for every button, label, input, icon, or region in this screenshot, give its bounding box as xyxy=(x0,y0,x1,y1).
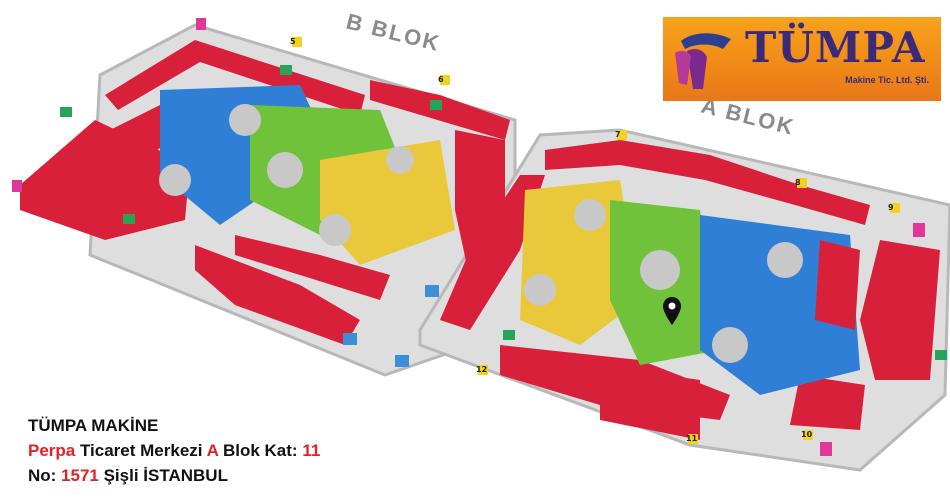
restroom-icon xyxy=(12,180,22,192)
stairs-icon: 11 xyxy=(686,434,698,444)
stairs-icon: 5 xyxy=(290,37,302,47)
floor-label: Blok Kat: xyxy=(218,441,303,460)
a-blok-shops-east xyxy=(860,240,940,380)
svg-text:9: 9 xyxy=(888,203,894,212)
a-blok-red-islands xyxy=(815,240,860,330)
b-blok-shops-south xyxy=(195,245,360,345)
emergency-exit-icon xyxy=(935,350,947,360)
b-blok-rotunda xyxy=(386,146,414,174)
stairs-icon: 9 xyxy=(888,203,900,213)
b-blok-rotunda xyxy=(229,104,261,136)
svg-text:10: 10 xyxy=(801,430,813,439)
address-line-2: Perpa Ticaret Merkezi A Blok Kat: 11 xyxy=(28,438,388,463)
a-blok-shops-north xyxy=(545,140,870,225)
district-city: Şişli İSTANBUL xyxy=(98,466,228,485)
emergency-exit-icon xyxy=(280,65,292,75)
elevator-icon xyxy=(395,355,409,367)
logo-wordmark: TÜMPA xyxy=(745,23,926,72)
b-blok-shops-inner-south xyxy=(235,235,390,300)
tumpa-logo-mark xyxy=(675,33,731,89)
elevator-icon xyxy=(343,333,357,345)
address-block: TÜMPA MAKİNE Perpa Ticaret Merkezi A Blo… xyxy=(28,413,388,488)
company-name: TÜMPA MAKİNE xyxy=(28,416,159,435)
svg-text:7: 7 xyxy=(615,130,621,139)
b-blok-rotunda xyxy=(159,164,191,196)
stairs-icon: 10 xyxy=(801,430,813,440)
emergency-exit-icon xyxy=(123,214,135,224)
svg-text:6: 6 xyxy=(438,75,444,84)
b-blok-shops-north xyxy=(105,40,365,115)
svg-text:11: 11 xyxy=(686,434,698,443)
stairs-icon: 12 xyxy=(476,365,488,375)
a-blok-rotunda xyxy=(574,199,606,231)
elevator-icon xyxy=(425,285,439,297)
svg-text:5: 5 xyxy=(290,37,296,46)
a-blok-rotunda xyxy=(712,327,748,363)
a-blok-rotunda xyxy=(767,242,803,278)
emergency-exit-icon xyxy=(430,100,442,110)
a-blok-rotunda xyxy=(524,274,556,306)
emergency-exit-icon xyxy=(503,330,515,340)
stairs-icon: 8 xyxy=(795,178,807,188)
svg-text:12: 12 xyxy=(476,365,487,374)
b-blok-rotunda xyxy=(319,214,351,246)
mall-type: Ticaret Merkezi xyxy=(75,441,207,460)
floor-number: 11 xyxy=(302,441,321,460)
mall-name: Perpa xyxy=(28,441,76,460)
a-blok-shops-southeast xyxy=(790,375,865,430)
location-pin-icon xyxy=(663,297,681,325)
stairs-icon: 6 xyxy=(438,75,450,85)
b-blok-label: B BLOK xyxy=(344,9,444,57)
b-blok-rotunda xyxy=(267,152,303,188)
logo-subtitle: Makine Tic. Ltd. Şti. xyxy=(845,75,929,85)
stairs-icon: 7 xyxy=(615,130,627,140)
restroom-icon xyxy=(820,442,832,456)
a-blok-shops-southwest xyxy=(600,365,700,440)
address-line-3: No: 1571 Şişli İSTANBUL xyxy=(28,463,388,488)
a-blok-shops-west xyxy=(440,175,545,330)
a-blok-rotunda xyxy=(640,250,680,290)
block-letter: A xyxy=(206,441,219,460)
emergency-exit-icon xyxy=(60,107,72,117)
restroom-icon xyxy=(913,223,925,237)
no-label: No: xyxy=(28,466,62,485)
svg-text:8: 8 xyxy=(795,178,801,187)
tumpa-logo: TÜMPA Makine Tic. Ltd. Şti. xyxy=(663,17,941,101)
restroom-icon xyxy=(196,18,206,30)
shop-number: 1571 xyxy=(61,466,99,485)
b-blok-yellow-zone xyxy=(320,140,455,265)
